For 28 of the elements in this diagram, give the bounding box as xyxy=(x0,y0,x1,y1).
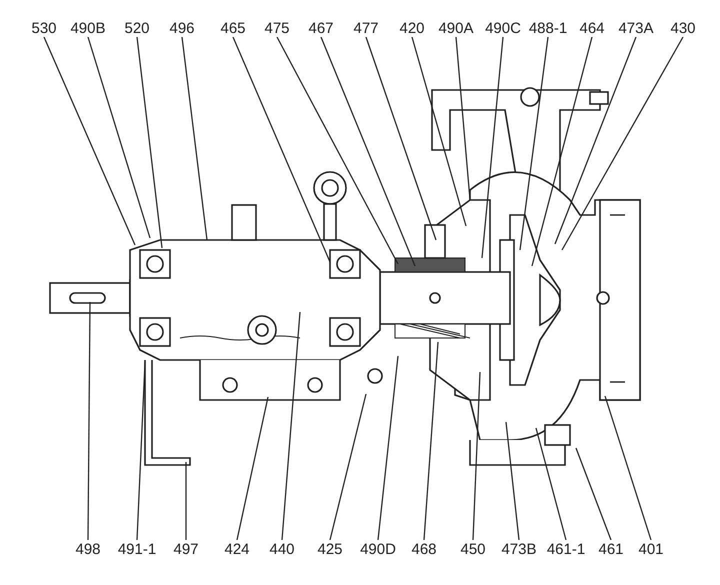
leader-line xyxy=(232,36,331,262)
leader-line xyxy=(236,396,269,540)
leader-line xyxy=(181,36,208,240)
leader-line xyxy=(87,302,91,540)
leader-line xyxy=(423,342,439,540)
leader-line xyxy=(136,362,146,540)
leader-line xyxy=(531,36,593,266)
leader-line xyxy=(561,36,684,250)
leader-line xyxy=(554,36,637,244)
leader-line xyxy=(87,36,151,238)
leader-line xyxy=(281,312,301,540)
leader-line xyxy=(519,36,549,250)
leader-line xyxy=(455,36,471,200)
leader-line xyxy=(472,372,481,540)
leader-line xyxy=(365,36,437,240)
leader-line xyxy=(276,36,399,264)
leader-line xyxy=(329,394,367,540)
leader-line xyxy=(43,36,136,246)
leader-line xyxy=(505,422,520,540)
leader-line xyxy=(185,462,187,540)
leader-line xyxy=(535,428,567,540)
leader-line xyxy=(320,36,416,266)
leader-line xyxy=(411,36,467,226)
leader-line xyxy=(377,356,399,540)
leader-line xyxy=(136,36,163,248)
leader-line xyxy=(604,396,652,540)
leader-line xyxy=(481,36,504,258)
leader-line xyxy=(575,448,612,540)
